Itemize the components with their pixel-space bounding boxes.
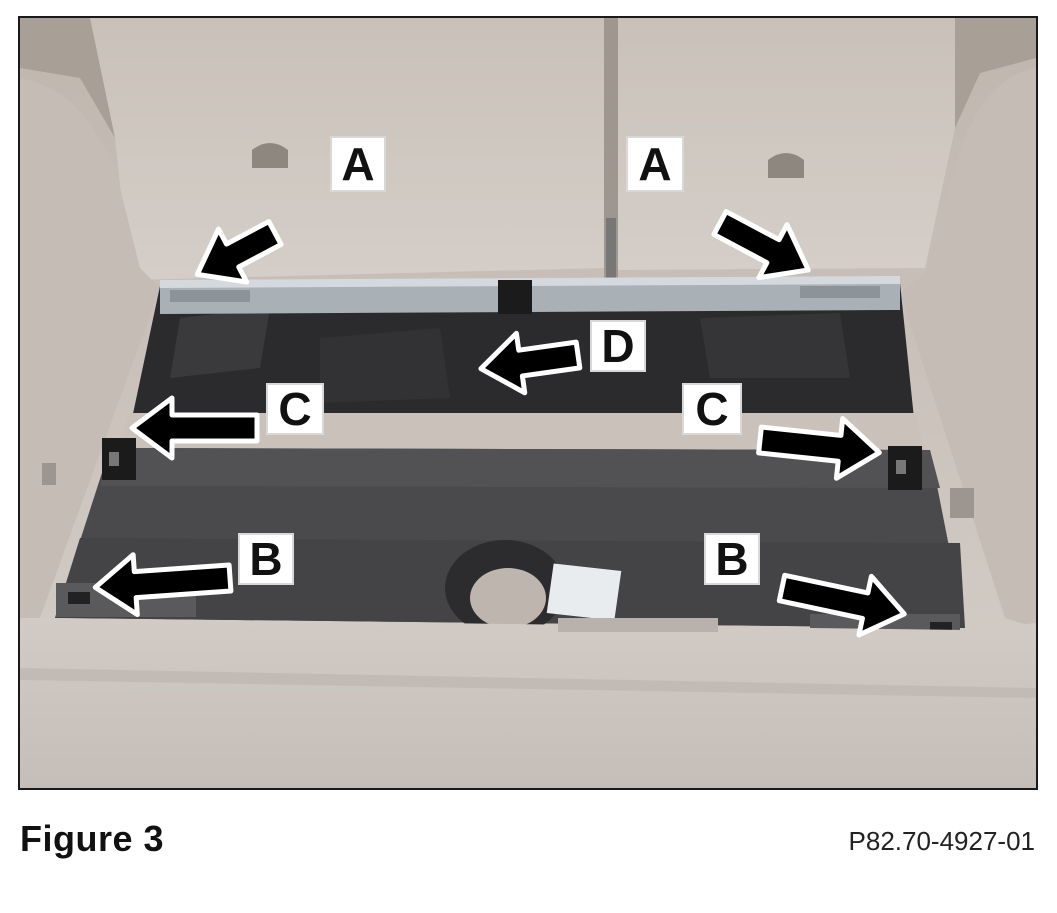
- callout-a-right: A: [626, 136, 684, 192]
- cargo-floor: [20, 618, 1036, 788]
- arrow-c-left: [129, 395, 260, 461]
- callout-b-right: B: [704, 533, 760, 585]
- arrow-c-right: [756, 416, 882, 481]
- arrow-a-left: [194, 219, 284, 285]
- right-side-trim: [900, 68, 1036, 628]
- right-seatback: [618, 18, 955, 270]
- figure-reference: P82.70-4927-01: [848, 826, 1035, 856]
- cargo-area-photo: [18, 16, 1038, 790]
- figure-caption: Figure 3: [20, 818, 165, 859]
- arrow-d: [478, 330, 583, 396]
- paper-tag: [546, 563, 622, 621]
- arrow-a-right: [711, 209, 811, 281]
- arrow-b-right: [776, 572, 907, 638]
- callout-b-left: B: [238, 533, 294, 585]
- callout-d: D: [590, 320, 646, 372]
- seat-latch: [606, 218, 616, 278]
- callout-a-left: A: [330, 136, 386, 192]
- headrest-mount-right: [768, 153, 804, 178]
- left-side-trim: [20, 78, 160, 628]
- arrow-b-left: [92, 552, 234, 618]
- callout-c-right: C: [682, 383, 742, 435]
- callout-c-left: C: [266, 383, 324, 435]
- rail-clip: [498, 280, 532, 314]
- headrest-mount-left: [252, 143, 288, 168]
